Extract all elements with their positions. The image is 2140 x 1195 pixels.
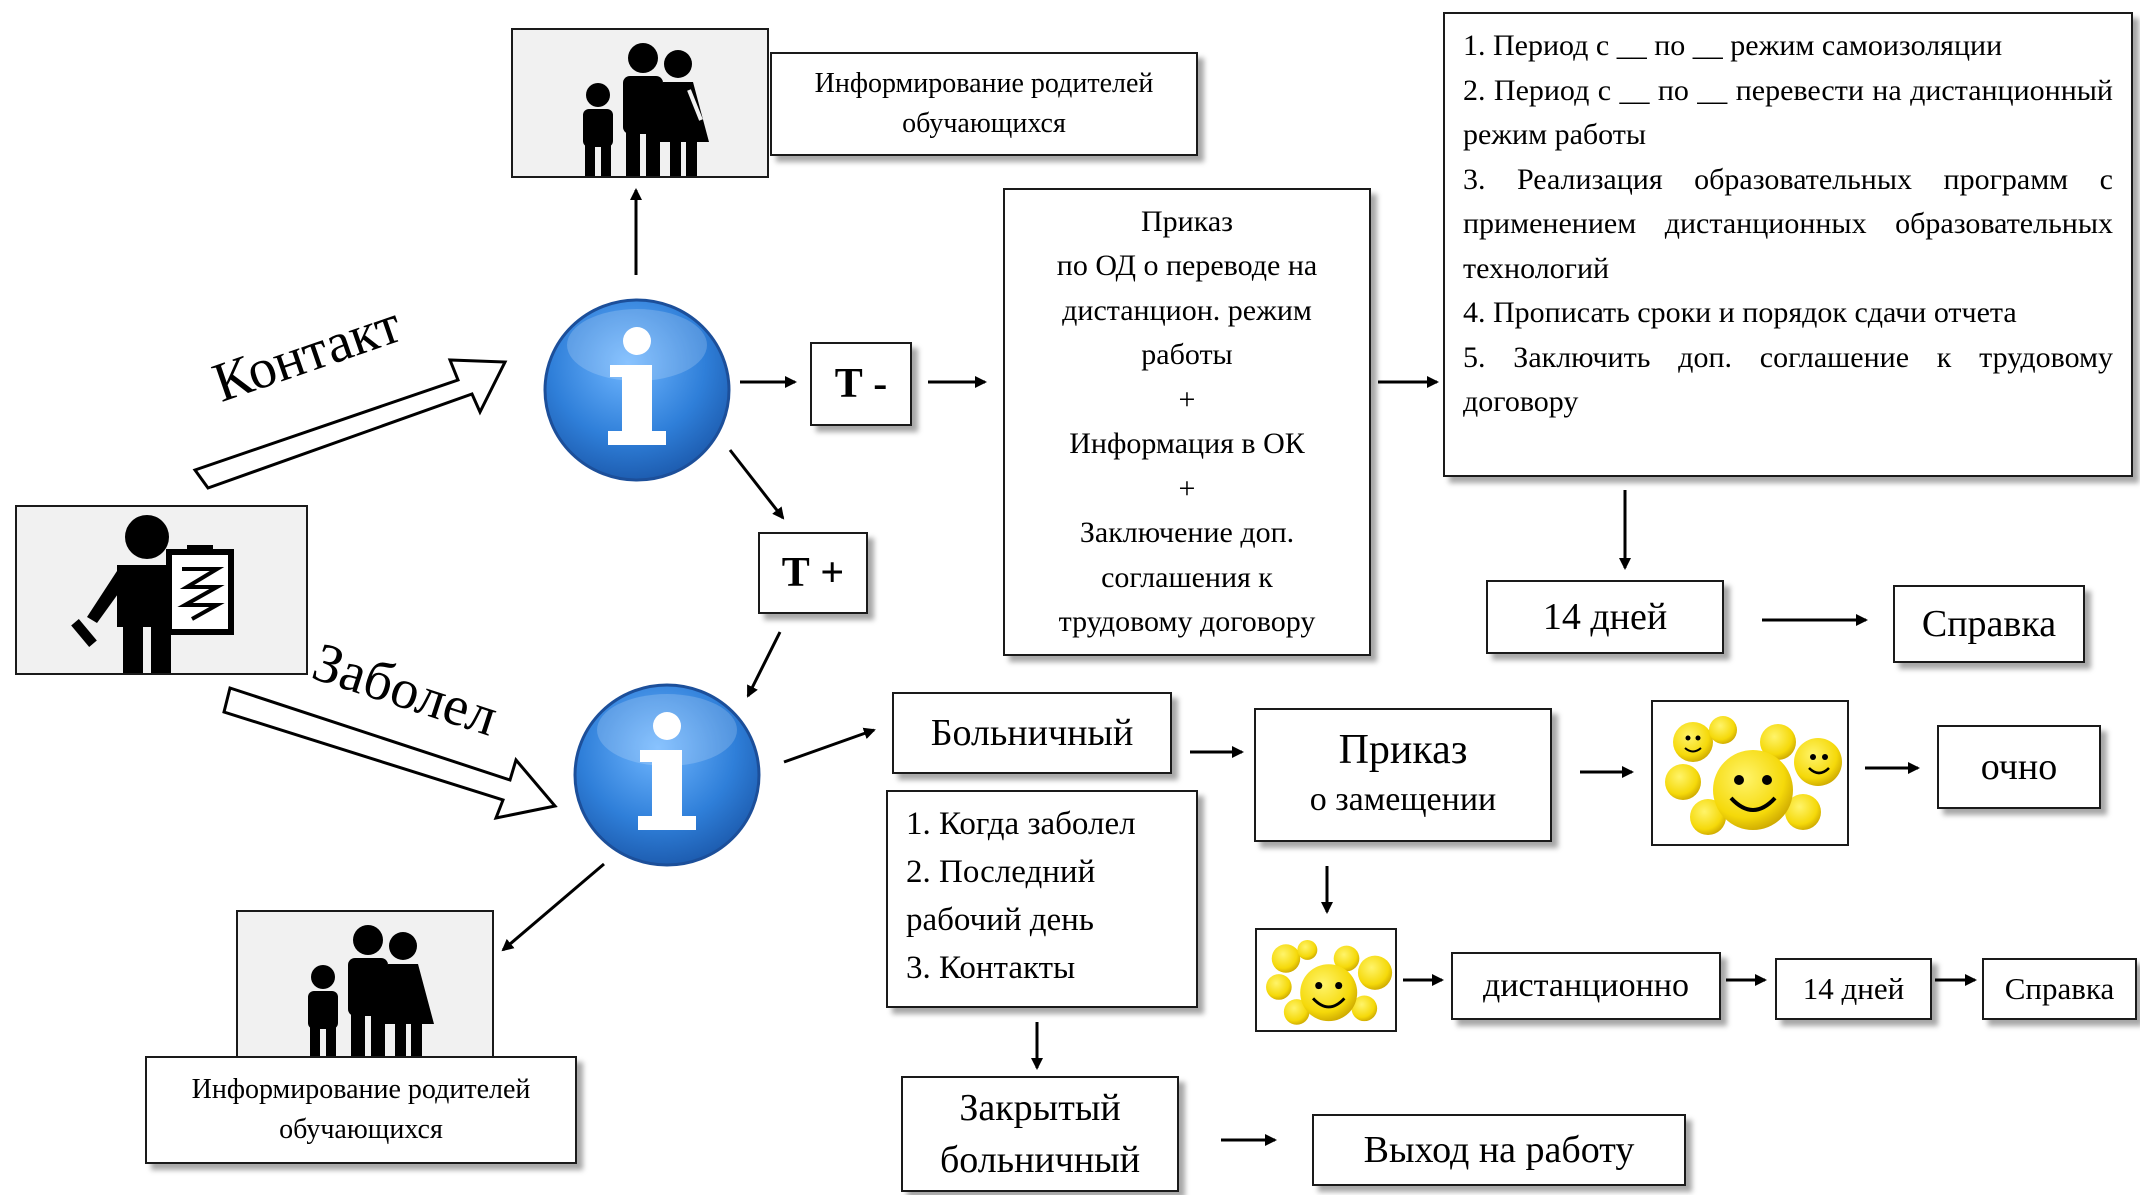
question-line: 3. Контакты: [906, 950, 1076, 986]
remote-label: дистанционно: [1483, 967, 1689, 1004]
order-replace-title: Приказ: [1338, 727, 1468, 773]
arrow-tplus-to-info-bottom: [746, 631, 782, 698]
arrow-info-to-sickleave: [783, 727, 876, 764]
spravka-top-label: Справка: [1921, 603, 2057, 645]
arrow-info-to-parents-bottom: [501, 862, 605, 952]
question-line: рабочий день: [906, 902, 1094, 938]
spravka-bottom-label: Справка: [2004, 971, 2115, 1006]
smiley-group-icon: [1665, 716, 1842, 835]
days14-bottom-label: 14 дней: [1802, 971, 1905, 1006]
order-line: Заключение доп.: [1079, 516, 1295, 549]
info-parents-top: Информирование родителей обучающихся: [770, 52, 1198, 156]
teacher-clipboard-icon: [71, 515, 234, 673]
t-plus-label: Т +: [781, 550, 845, 596]
sick-leave-box: Больничный: [892, 692, 1172, 774]
order-line: Приказ: [1140, 204, 1233, 238]
in-person-box: очно: [1937, 725, 2101, 809]
family-image-bottom: [236, 910, 494, 1060]
days14-top-box: 14 дней: [1486, 580, 1724, 654]
order-line: соглашения к: [1101, 560, 1273, 594]
steps-box: 1. Период с __ по __ режим самоизоляции …: [1443, 12, 2133, 477]
return-to-work-box: Выход на работу: [1312, 1114, 1686, 1186]
days14-top-label: 14 дней: [1542, 596, 1668, 638]
t-minus-label: Т -: [834, 361, 888, 407]
step-item: 2. Период с __ по __ перевести на дистан…: [1463, 73, 2113, 152]
t-plus-box: Т +: [758, 532, 868, 614]
order-line: работы: [1141, 338, 1233, 371]
teacher-image: [15, 505, 308, 675]
sick-leave-label: Больничный: [930, 712, 1134, 754]
t-minus-box: Т -: [810, 342, 912, 426]
info-icon-top: [543, 298, 731, 482]
contact-arrow: [192, 358, 508, 490]
step-item: 5. Заключить доп. соглашение к трудовому…: [1463, 340, 2113, 419]
family-icon: [583, 43, 709, 176]
order-line: Информация в ОК: [1069, 427, 1305, 460]
remote-box: дистанционно: [1451, 952, 1721, 1020]
family-image-top: [511, 28, 769, 178]
info-parents-bottom-label: Информирование родителей обучающихся: [191, 1074, 531, 1145]
smileys-bottom-image: [1255, 928, 1397, 1032]
closed-sick-leave-line: больничный: [939, 1139, 1141, 1181]
spravka-top-box: Справка: [1893, 585, 2085, 663]
smileys-top-image: [1651, 700, 1849, 846]
info-parents-top-label: Информирование родителей обучающихся: [814, 68, 1154, 139]
order-replace-box: Приказ о замещении: [1254, 708, 1552, 842]
smiley-group-icon: [1266, 939, 1393, 1025]
step-item: 3. Реализация образовательных программ с…: [1463, 162, 2113, 285]
info-icon-bottom: [573, 683, 761, 867]
order-line: трудовому договору: [1058, 605, 1316, 638]
question-line: 1. Когда заболел: [906, 806, 1136, 842]
order-replace-subtitle: о замещении: [1309, 781, 1497, 818]
days14-bottom-box: 14 дней: [1775, 958, 1932, 1020]
order-box: Приказ по ОД о переводе на дистанцион. р…: [1003, 188, 1371, 656]
closed-sick-leave-box: Закрытый больничный: [901, 1076, 1179, 1192]
sick-arrow: [222, 686, 558, 821]
info-parents-bottom: Информирование родителей обучающихся: [145, 1056, 577, 1164]
order-line: по ОД о переводе на: [1056, 249, 1318, 282]
in-person-label: очно: [1980, 746, 2058, 788]
order-line: +: [1178, 471, 1196, 505]
return-to-work-label: Выход на работу: [1363, 1129, 1635, 1171]
arrow-info-to-tplus: [728, 449, 785, 520]
step-item: 1. Период с __ по __ режим самоизоляции: [1463, 29, 2003, 62]
closed-sick-leave-line: Закрытый: [959, 1087, 1121, 1129]
spravka-bottom-box: Справка: [1982, 958, 2137, 1020]
family-icon: [308, 925, 434, 1058]
order-line: +: [1178, 382, 1196, 416]
sick-questions-box: 1. Когда заболел 2. Последний рабочий де…: [886, 790, 1198, 1008]
question-line: 2. Последний: [906, 854, 1096, 890]
order-line: дистанцион. режим: [1062, 293, 1312, 327]
step-item: 4. Прописать сроки и порядок сдачи отчет…: [1463, 296, 2017, 329]
